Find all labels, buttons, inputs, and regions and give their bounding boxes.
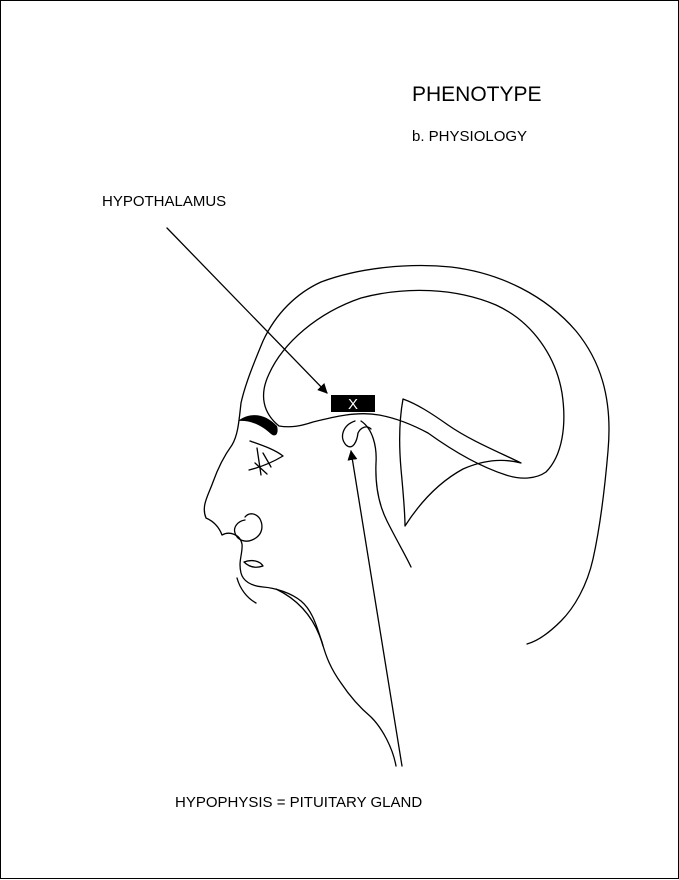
hypothalamus-arrow — [167, 228, 327, 393]
head-outline — [204, 266, 609, 766]
brain-outline — [264, 290, 564, 478]
eye-lash-1 — [257, 448, 261, 475]
cerebellum-outline — [400, 399, 521, 526]
jaw — [276, 589, 323, 646]
mouth — [244, 561, 263, 568]
pituitary-arrow — [351, 451, 402, 766]
pituitary-gland — [343, 421, 371, 447]
eye-outline — [249, 441, 283, 470]
hypothalamus-marker-label: X — [348, 396, 358, 413]
